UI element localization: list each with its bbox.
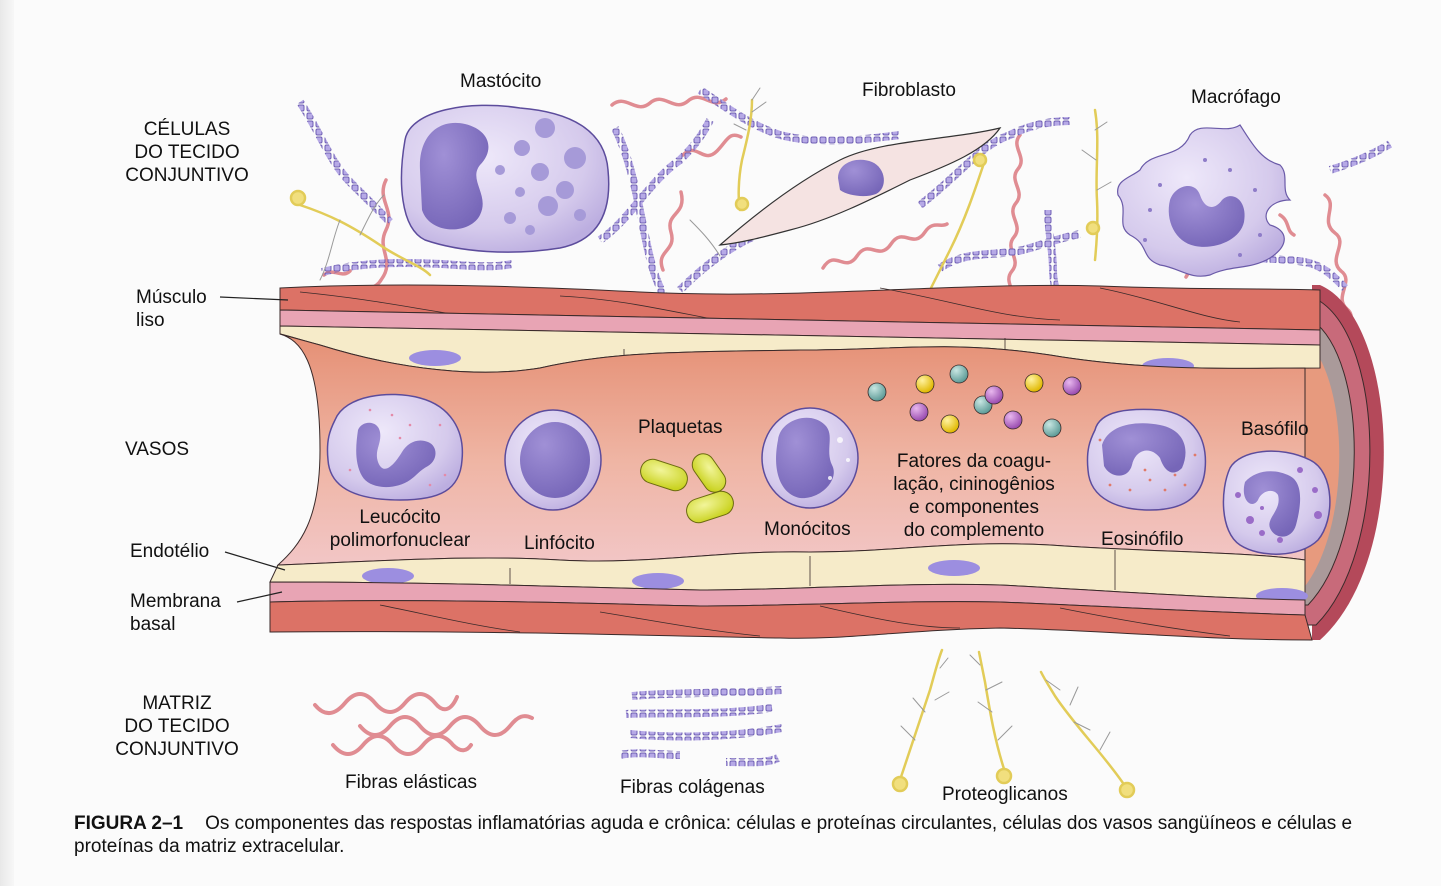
eosinophil-illustration (1086, 408, 1207, 511)
label-collagen-fibers: Fibras colágenas (620, 777, 765, 798)
label-smooth-muscle: Músculo liso (136, 287, 207, 331)
pmn-leukocyte-illustration (326, 393, 464, 501)
mast-cell-illustration (400, 104, 610, 253)
elastic-fibers-illustration (313, 692, 534, 756)
label-fibroblast: Fibroblasto (862, 80, 956, 101)
label-macrophage: Macrófago (1191, 87, 1281, 108)
collagen-fibers-illustration (619, 686, 783, 767)
label-mast-cell: Mastócito (460, 71, 542, 92)
proteoglycans-illustration (891, 648, 1136, 799)
label-endothelium: Endotélio (130, 541, 210, 562)
label-platelets: Plaquetas (638, 417, 723, 438)
label-elastic-fibers: Fibras elásticas (345, 772, 477, 793)
label-proteoglycans: Proteoglicanos (942, 784, 1068, 805)
macrophage-illustration (1117, 124, 1292, 277)
label-pmn-leukocyte: Leucócito polimorfonuclear (329, 507, 471, 551)
label-lymphocyte: Linfócito (524, 533, 595, 554)
page-binding-edge (0, 0, 14, 886)
monocyte-illustration (761, 407, 859, 509)
lymphocyte-illustration (504, 409, 602, 511)
basophil-illustration (1222, 450, 1331, 555)
top-proteoglycans (289, 87, 1112, 292)
plasma-factor-spheres (867, 364, 1082, 438)
label-monocytes: Monócitos (764, 519, 851, 540)
figure-caption-text: Os componentes das respostas inflamatóri… (74, 813, 1353, 857)
platelets-illustration (640, 453, 734, 524)
fibroblast-illustration (718, 127, 1002, 246)
figure-caption-label: FIGURA 2–1 (74, 813, 184, 834)
label-basophil: Basófilo (1241, 419, 1309, 440)
leader-lines (219, 296, 289, 603)
label-plasma-factors: Fatores da coagu- lação, cininogênios e … (893, 451, 1055, 541)
label-basement-membrane: Membrana basal (130, 591, 221, 635)
label-eosinophil: Eosinófilo (1101, 529, 1184, 550)
section-label-connective-tissue-matrix: MATRIZ DO TECIDO CONJUNTIVO (115, 693, 239, 760)
section-label-vessels: VASOS (125, 439, 190, 460)
section-label-connective-tissue-cells: CÉLULAS DO TECIDO CONJUNTIVO (125, 119, 249, 186)
